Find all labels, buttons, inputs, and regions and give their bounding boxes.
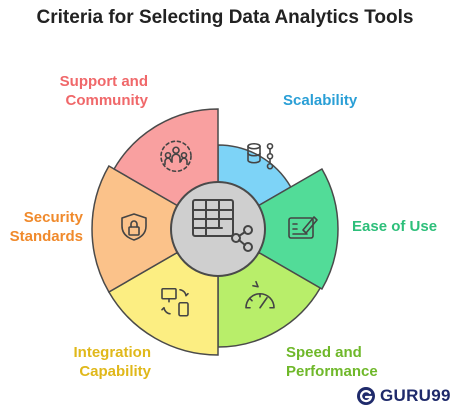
label-support-community: Support and Community — [40, 72, 148, 110]
label-line: Security — [23, 209, 83, 226]
label-security-standards: Security Standards — [0, 208, 83, 246]
community-group-icon — [160, 140, 192, 173]
speedometer-icon — [245, 280, 275, 309]
devices-sync-icon — [161, 287, 189, 317]
label-line: Standards — [9, 228, 83, 245]
table-share-icon — [192, 199, 253, 252]
label-line: Community — [65, 92, 149, 109]
page-title: Criteria for Selecting Data Analytics To… — [36, 7, 414, 28]
database-stack-icon — [247, 142, 274, 170]
label-line: Capability — [79, 363, 151, 380]
dashboard-pen-icon — [288, 216, 318, 239]
brand-text: GURU99 — [380, 386, 450, 405]
label-line: Performance — [286, 363, 378, 380]
guru99-brand: GURU99 — [356, 385, 450, 407]
label-speed-performance: Speed and Performance — [286, 343, 378, 381]
label-integration-capability: Integration Capability — [56, 343, 152, 381]
guru99-logo-icon — [357, 387, 375, 405]
shield-lock-icon — [121, 213, 147, 241]
label-line: Speed and — [286, 344, 362, 361]
label-line: Support and — [59, 73, 148, 90]
label-line: Ease of Use — [352, 218, 438, 235]
label-line: Integration — [73, 344, 152, 361]
label-ease-of-use: Ease of Use — [352, 217, 437, 236]
label-scalability: Scalability — [283, 91, 357, 110]
label-line: Scalability — [283, 92, 358, 109]
